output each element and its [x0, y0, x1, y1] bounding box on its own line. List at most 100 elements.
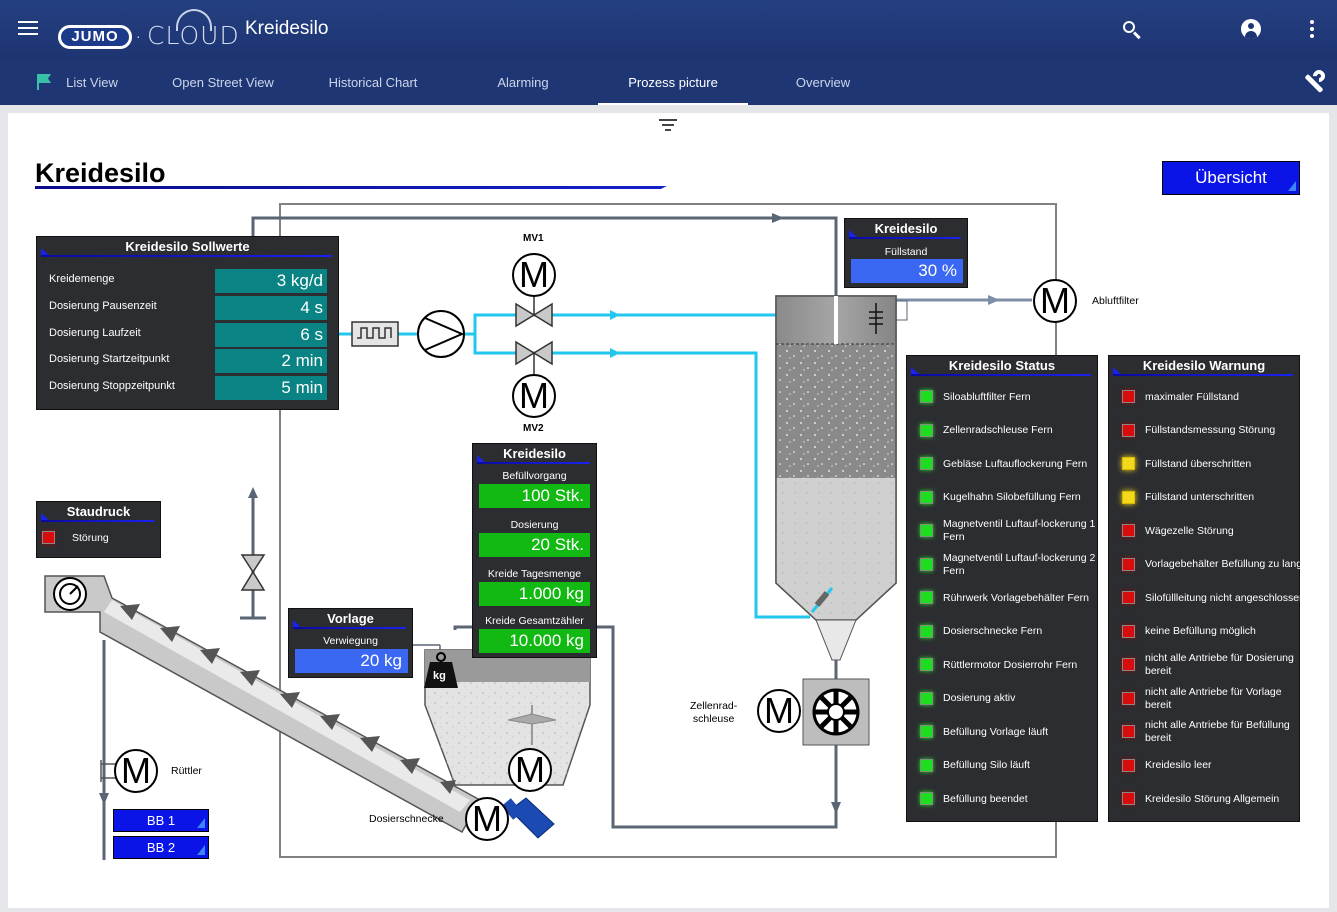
motor-mv1[interactable]: M	[512, 253, 556, 297]
status-item-label: Magnetventil Luftauf-lockerung 1 Fern	[943, 518, 1096, 543]
green-led-indicator	[920, 691, 933, 705]
status-item-label: Dosierschnecke Fern	[943, 625, 1043, 637]
status-item: Magnetventil Luftauf-lockerung 2 Fern	[917, 550, 1097, 580]
tab-overview[interactable]: Overview	[795, 75, 851, 90]
damper-icon	[351, 321, 399, 347]
label-ruettler: Rüttler	[171, 765, 202, 777]
green-led-indicator	[920, 591, 933, 604]
status-item: Magnetventil Luftauf-lockerung 1 Fern	[917, 516, 1097, 546]
staudruck-label: Störung	[72, 531, 109, 544]
verwiegung-value: 20 kg	[295, 649, 408, 673]
green-led-indicator	[920, 390, 933, 403]
bb2-button[interactable]: BB 2	[113, 836, 209, 859]
tab-prozess-picture[interactable]: Prozess picture	[598, 60, 748, 105]
tab-open-street-view[interactable]: Open Street View	[172, 75, 274, 90]
label-mv2: MV2	[523, 423, 544, 434]
status-item: Befüllung Silo läuft	[917, 751, 1097, 781]
befuellvorgang-value: 100 Stk.	[479, 484, 590, 508]
status-item: Rüttlermotor Dosierrohr Fern	[917, 650, 1097, 680]
setpoint-value-kreidemenge[interactable]: 3 kg/d	[215, 269, 327, 293]
motor-ruettler[interactable]: M	[114, 749, 158, 793]
pipe-arrows	[99, 213, 1000, 814]
status-item: Befüllung Vorlage läuft	[917, 717, 1097, 747]
warnung-item: maximaler Füllstand	[1119, 382, 1299, 412]
search-icon[interactable]	[1120, 18, 1144, 42]
valve-vertical-icon	[240, 554, 266, 591]
page-title: Kreidesilo	[35, 158, 166, 188]
bb1-button[interactable]: BB 1	[113, 809, 209, 832]
dosing-title: Kreidesilo	[473, 444, 596, 464]
shaker-bracket-icon	[100, 760, 116, 782]
uebersicht-button[interactable]: Übersicht	[1162, 161, 1300, 195]
setpoint-value-laufzeit[interactable]: 6 s	[215, 323, 327, 347]
green-led-indicator	[920, 758, 933, 772]
dosing-label: Dosierung	[510, 519, 559, 531]
setpoint-value-pausenzeit[interactable]: 4 s	[215, 296, 327, 320]
setpoint-label: Kreidemenge	[49, 273, 115, 285]
red-led-indicator	[1122, 758, 1135, 772]
tab-alarming[interactable]: Alarming	[497, 75, 549, 90]
status-item-label: Gebläse Luftauflockerung Fern	[943, 457, 1088, 470]
fuellstand-label: Füllstand	[884, 246, 928, 258]
status-item-label: Befüllung beendet	[943, 792, 1028, 805]
status-item: Rührwerk Vorlagebehälter Fern	[917, 583, 1097, 613]
dosing-label: Kreide Tagesmenge	[487, 568, 582, 580]
gesamtzaehler-value: 10.000 kg	[479, 629, 590, 653]
tagesmenge-value: 1.000 kg	[479, 582, 590, 606]
label-mv1: MV1	[523, 233, 544, 244]
label-abluftfilter: Abluftfilter	[1092, 295, 1139, 307]
fuellstand-panel: Kreidesilo Füllstand 30 %	[844, 218, 968, 288]
vorlage-title: Vorlage	[289, 609, 412, 629]
fuellstand-title: Kreidesilo	[845, 219, 967, 239]
staudruck-title: Staudruck	[37, 502, 160, 522]
motor-abluftfilter[interactable]: M	[1033, 279, 1077, 323]
pump-icon	[417, 310, 465, 358]
status-item: Kugelhahn Silobefüllung Fern	[917, 483, 1097, 513]
gear-motor-icon	[501, 797, 555, 839]
nav-tabs: List View Open Street View Historical Ch…	[0, 60, 1337, 105]
green-led-indicator	[920, 658, 933, 671]
green-led-indicator	[920, 725, 933, 738]
warnung-item-label: Wägezelle Störung	[1145, 524, 1234, 537]
warnung-item-label: nicht alle Antriebe für Dosierung bereit	[1145, 652, 1294, 677]
setpoint-row: Dosierung Laufzeit 6 s	[37, 321, 337, 347]
motor-ruehrwerk[interactable]: M	[508, 748, 552, 792]
logo-separator: ·	[136, 28, 141, 44]
setpoint-value-stoppzeitpunkt[interactable]: 5 min	[215, 376, 327, 400]
more-vert-icon[interactable]	[1300, 18, 1324, 42]
warnung-item: Kreidesilo leer	[1119, 751, 1299, 781]
red-led-indicator	[1122, 691, 1135, 705]
motor-dosierschnecke[interactable]: M	[465, 797, 509, 841]
status-item-label: Rührwerk Vorlagebehälter Fern	[943, 591, 1089, 604]
green-led-indicator	[920, 457, 933, 470]
warnung-item-label: Silofüllleitung nicht angeschlossen	[1145, 591, 1305, 604]
status-title: Kreidesilo Status	[907, 356, 1097, 376]
weight-scale-icon	[424, 652, 458, 688]
filter-list-icon[interactable]	[657, 119, 679, 133]
setpoint-value-startzeitpunkt[interactable]: 2 min	[215, 349, 327, 373]
account-circle-icon[interactable]	[1240, 18, 1264, 42]
warnung-item: keine Befüllung möglich	[1119, 617, 1299, 647]
menu-icon[interactable]	[16, 18, 40, 42]
staudruck-panel: Staudruck Störung	[36, 501, 161, 558]
cyan-pipes	[338, 313, 810, 619]
app-title: Kreidesilo	[245, 18, 329, 39]
warnung-item: Füllstand unterschritten	[1119, 483, 1299, 513]
flag-icon	[37, 74, 51, 90]
label-dosierschnecke: Dosierschnecke	[369, 813, 444, 825]
green-led-indicator	[920, 557, 933, 571]
red-led-indicator	[1122, 658, 1135, 671]
warnung-item: Silofüllleitung nicht angeschlossen	[1119, 583, 1305, 613]
vorlage-panel: Vorlage Verwiegung 20 kg	[288, 608, 413, 678]
tab-historical-chart[interactable]: Historical Chart	[328, 75, 418, 90]
warnung-item-label: keine Befüllung möglich	[1145, 625, 1256, 637]
status-item: Zellenradschleuse Fern	[917, 416, 1097, 446]
jumo-logo: JUMO	[58, 25, 132, 49]
motor-zellenradschleuse[interactable]: M	[757, 689, 801, 733]
status-item-label: Zellenradschleuse Fern	[943, 424, 1053, 436]
motor-mv2[interactable]: M	[512, 374, 556, 418]
tab-list-view[interactable]: List View	[10, 60, 160, 105]
warnung-item: nicht alle Antriebe für Dosierung bereit	[1119, 650, 1299, 680]
